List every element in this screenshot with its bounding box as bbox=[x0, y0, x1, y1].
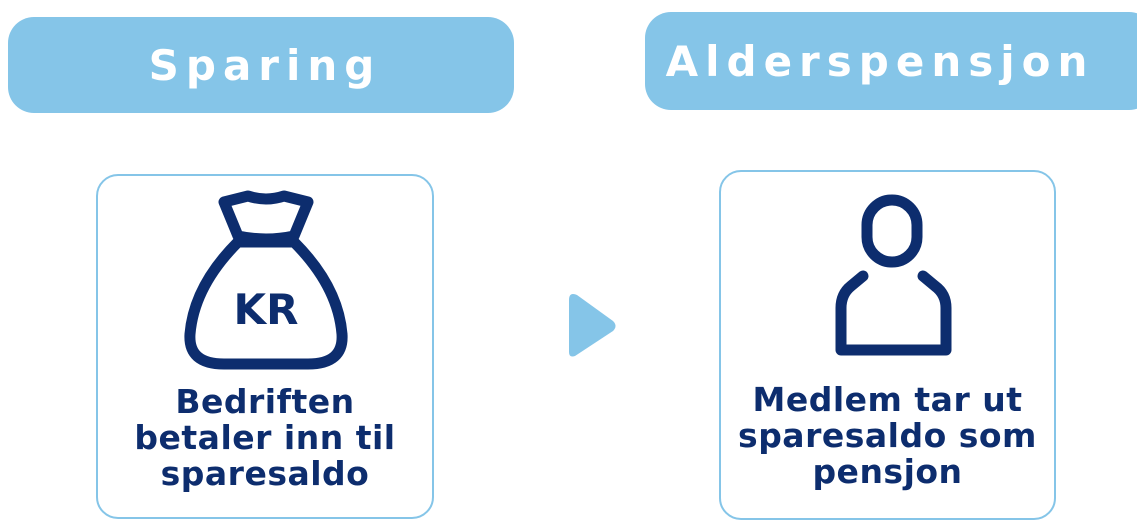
sparing-caption: Bedriften betaler inn til sparesaldo bbox=[98, 384, 432, 492]
play-arrow-icon bbox=[569, 294, 616, 357]
caption-line: Medlem tar ut bbox=[752, 380, 1023, 419]
header-alderspensjon-label: Alderspensjon bbox=[665, 36, 1095, 86]
alderspensjon-card: Medlem tar ut sparesaldo som pensjon bbox=[719, 170, 1056, 520]
person-icon bbox=[835, 194, 952, 356]
bag-currency-label: KR bbox=[234, 285, 299, 334]
caption-line: Bedriften bbox=[175, 382, 355, 421]
money-bag-icon: KR bbox=[184, 190, 348, 370]
alderspensjon-caption: Medlem tar ut sparesaldo som pensjon bbox=[721, 382, 1054, 490]
sparing-card: KR Bedriften betaler inn til sparesaldo bbox=[96, 174, 434, 519]
caption-line: pensjon bbox=[812, 452, 963, 491]
caption-line: sparesaldo bbox=[160, 454, 370, 493]
header-sparing-label: Sparing bbox=[148, 40, 382, 90]
header-sparing: Sparing bbox=[8, 17, 514, 113]
header-alderspensjon: Alderspensjon bbox=[645, 12, 1137, 110]
caption-line: betaler inn til bbox=[134, 418, 396, 457]
caption-line: sparesaldo som bbox=[738, 416, 1037, 455]
